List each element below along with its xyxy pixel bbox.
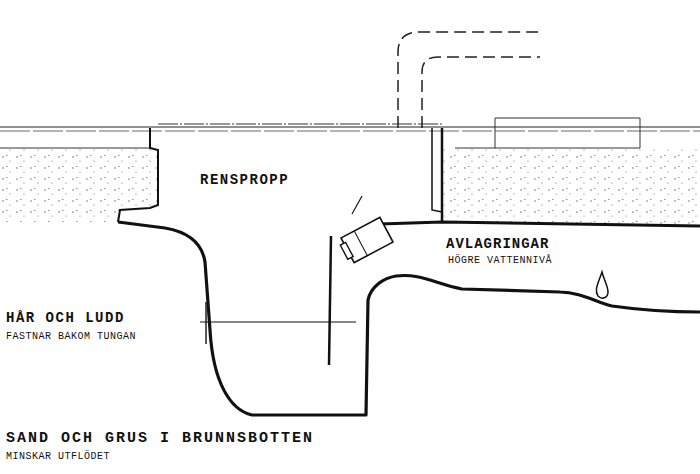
tile-joint — [640, 118, 641, 148]
label-text: SAND OCH GRUS I BRUNNSBOTTEN — [6, 430, 314, 447]
plug-cap — [340, 242, 353, 259]
tile-joint — [495, 118, 496, 148]
floor-slab — [0, 148, 158, 222]
drain-body — [118, 222, 700, 415]
leader-tick — [205, 302, 206, 344]
outlet-top — [380, 222, 700, 226]
slab-edge — [118, 128, 158, 222]
drain-grate — [158, 124, 442, 125]
label-text: MINSKAR UTFLÖDET — [6, 451, 110, 463]
leader-line — [200, 321, 356, 322]
slab-edge — [441, 128, 444, 222]
floor-surface — [0, 126, 700, 127]
tile-line — [455, 148, 640, 149]
leader-line — [352, 196, 362, 214]
label-text: FASTNAR BAKOM TUNGAN — [6, 331, 136, 343]
plug-body — [341, 217, 393, 262]
pipe-edge — [432, 128, 442, 212]
water-drop — [596, 272, 608, 298]
floor-slab — [442, 148, 700, 224]
plug-line — [354, 231, 367, 256]
inlet-pipe — [398, 32, 540, 128]
cleaning-plug — [337, 217, 393, 264]
inlet-pipe — [422, 57, 540, 128]
label-text: AVLAGRINGAR — [446, 236, 549, 252]
tile-line — [495, 118, 640, 119]
label-text: HÖGRE VATTENNIVÅ — [448, 255, 552, 267]
label-text: RENSPROPP — [200, 172, 289, 188]
tile-line — [0, 148, 150, 149]
label-text: HÅR OCH LUDD — [6, 310, 125, 326]
water-seal-tongue — [329, 236, 331, 365]
tile-line — [0, 131, 700, 132]
